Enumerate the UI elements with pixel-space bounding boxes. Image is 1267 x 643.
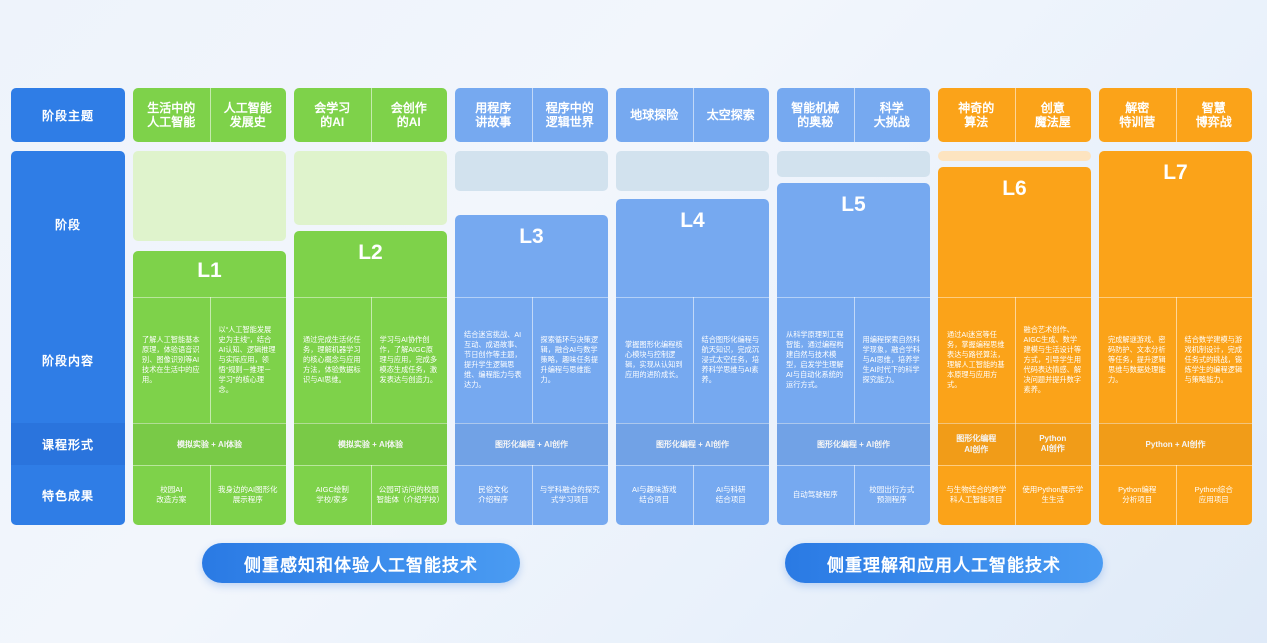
course-form: Python + AI创作 <box>1099 423 1252 465</box>
stage-content-item-1: 通过AI迷宫等任务，掌握编程思维表达与路径算法，理解人工智能的基本原理与应用方式… <box>947 330 1005 389</box>
theme-header-item-2: 智慧 博弈战 <box>1195 101 1232 129</box>
stage-placeholder <box>133 151 286 241</box>
footer-left-pill: 侧重感知和体验人工智能技术 <box>202 543 520 583</box>
theme-header-item-1: 智能机械 的奥秘 <box>791 101 840 129</box>
course-form-item-1: 图形化编程 + AI创作 <box>655 439 730 449</box>
featured-result-item-2: Python综合 应用项目 <box>1194 485 1233 504</box>
stage-content: 掌握图形化编程核心模块与控制逻辑，实现从认知到应用的进阶成长。结合图形化编程与航… <box>616 297 769 423</box>
theme-header-item-2: 人工智能 发展史 <box>223 101 272 129</box>
row-label-content: 阶段内容 <box>11 297 125 423</box>
featured-result-item-1: 民俗文化 介绍程序 <box>478 485 509 504</box>
theme-header-item-1: 用程序 讲故事 <box>475 101 512 129</box>
stage-placeholder <box>938 151 1091 161</box>
featured-result: 民俗文化 介绍程序 与学科融合的探究式学习项目 <box>455 465 608 525</box>
featured-result-item-2: 公园可访问的校园智能体（介绍学校） <box>376 485 445 504</box>
theme-header: 用程序 讲故事 程序中的 逻辑世界 <box>455 88 608 142</box>
level-badge: L2 <box>294 231 447 297</box>
stage-content-item-2: 结合图形化编程与航天知识，完成沉浸式太空任务，培养科学思维与AI素养。 <box>701 335 760 384</box>
row-label-result: 特色成果 <box>11 465 125 525</box>
stage-content: 通过完成生活化任务，理解机器学习的核心概念与应用方法，体验数据标识与AI思维。学… <box>294 297 447 423</box>
theme-header-item-2: 会创作 的AI <box>390 101 427 129</box>
stage-content: 了解人工智能基本原理，体验语音识别、图像识别等AI技术在生活中的应用。以“人工智… <box>133 297 286 423</box>
course-form-item-1: 图形化编程 AI创作 <box>956 434 997 454</box>
stage-content-item-2: 结合数学建模与游戏机制设计，完成任务式的挑战，锻炼学生的编程逻辑与策略能力。 <box>1184 335 1243 384</box>
stage-content-item-1: 结合迷宫挑战、AI互动、成语故事、节日创作等主题，提升学生逻辑思维、编程能力与表… <box>464 330 522 389</box>
level-badge: L5 <box>777 183 930 297</box>
theme-header: 智能机械 的奥秘 科学 大挑战 <box>777 88 930 142</box>
course-form-item-1: 模拟实验 + AI体验 <box>337 439 404 449</box>
theme-header: 生活中的 人工智能人工智能 发展史 <box>133 88 286 142</box>
course-form-item-1: Python + AI创作 <box>1145 439 1206 449</box>
featured-result: 自动驾驶程序 校园出行方式 预测程序 <box>777 465 930 525</box>
featured-result-item-1: AI与趣味游戏 结合项目 <box>631 485 677 504</box>
course-form: 图形化编程 + AI创作 <box>616 423 769 465</box>
stage-placeholder <box>294 151 447 225</box>
featured-result: 校园AI 改造方案 我身边的AI图形化展示程序 <box>133 465 286 525</box>
stage-content-item-1: 通过完成生活化任务，理解机器学习的核心概念与应用方法，体验数据标识与AI思维。 <box>303 335 361 384</box>
course-form: 图形化编程 AI创作 Python AI创作 <box>938 423 1091 465</box>
theme-header-item-1: 会学习 的AI <box>314 101 351 129</box>
theme-header-item-1: 生活中的 人工智能 <box>147 101 196 129</box>
stage-placeholder <box>777 151 930 177</box>
theme-header-item-2: 科学 大挑战 <box>873 101 910 129</box>
row-label-stage: 阶段 <box>11 151 125 297</box>
level-badge: L4 <box>616 199 769 297</box>
theme-header-item-2: 太空探索 <box>706 108 755 122</box>
featured-result: Python编程 分析项目 Python综合 应用项目 <box>1099 465 1252 525</box>
stage-content-item-1: 了解人工智能基本原理，体验语音识别、图像识别等AI技术在生活中的应用。 <box>142 335 200 384</box>
featured-result-item-1: 自动驾驶程序 <box>792 490 838 499</box>
theme-header: 地球探险 太空探索 <box>616 88 769 142</box>
featured-result-item-1: 与生物结合的跨学科人工智能项目 <box>946 485 1007 504</box>
stage-content: 从科学原理到工程智能，通过编程构建自然与技术模型，启发学生理解AI与自动化系统的… <box>777 297 930 423</box>
featured-result: AI与趣味游戏 结合项目 AI与科研 结合项目 <box>616 465 769 525</box>
featured-result-item-2: 使用Python展示学生生活 <box>1022 485 1084 504</box>
featured-result: 与生物结合的跨学科人工智能项目使用Python展示学生生活 <box>938 465 1091 525</box>
level-badge: L7 <box>1099 151 1252 297</box>
featured-result-item-1: 校园AI 改造方案 <box>156 485 187 504</box>
featured-result-item-1: AIGC绘制 学校/家乡 <box>315 485 349 504</box>
featured-result-item-1: Python编程 分析项目 <box>1118 485 1157 504</box>
course-form-item-2: Python AI创作 <box>1039 434 1067 453</box>
theme-header: 神奇的 算法 创意 魔法屋 <box>938 88 1091 142</box>
stage-content-item-1: 完成解谜游戏、密码防护、文本分析等任务，提升逻辑思维与数据处理能力。 <box>1108 335 1166 384</box>
theme-header: 会学习 的AI 会创作 的AI <box>294 88 447 142</box>
theme-header-item-1: 神奇的 算法 <box>958 101 995 129</box>
course-form: 图形化编程 + AI创作 <box>777 423 930 465</box>
theme-header: 解密 特训营 智慧 博弈战 <box>1099 88 1252 142</box>
course-form-item-1: 模拟实验 + AI体验 <box>176 439 243 449</box>
featured-result-item-2: AI与科研 结合项目 <box>715 485 746 504</box>
stage-placeholder <box>616 151 769 191</box>
stage-content-item-1: 从科学原理到工程智能，通过编程构建自然与技术模型，启发学生理解AI与自动化系统的… <box>786 330 844 389</box>
course-form: 图形化编程 + AI创作 <box>455 423 608 465</box>
row-label-theme: 阶段主题 <box>11 88 125 142</box>
course-form: 模拟实验 + AI体验 <box>133 423 286 465</box>
stage-content: 通过AI迷宫等任务，掌握编程思维表达与路径算法，理解人工智能的基本原理与应用方式… <box>938 297 1091 423</box>
stage-content: 结合迷宫挑战、AI互动、成语故事、节日创作等主题，提升学生逻辑思维、编程能力与表… <box>455 297 608 423</box>
theme-header-item-2: 程序中的 逻辑世界 <box>545 101 594 129</box>
level-badge: L3 <box>455 215 608 297</box>
course-form-item-1: 图形化编程 + AI创作 <box>494 439 569 449</box>
level-badge: L6 <box>938 167 1091 297</box>
stage-content: 完成解谜游戏、密码防护、文本分析等任务，提升逻辑思维与数据处理能力。结合数学建模… <box>1099 297 1252 423</box>
course-form: 模拟实验 + AI体验 <box>294 423 447 465</box>
theme-header-item-2: 创意 魔法屋 <box>1034 101 1071 129</box>
featured-result: AIGC绘制 学校/家乡 公园可访问的校园智能体（介绍学校） <box>294 465 447 525</box>
stage-content-item-1: 掌握图形化编程核心模块与控制逻辑，实现从认知到应用的进阶成长。 <box>625 340 683 379</box>
level-badge: L1 <box>133 251 286 297</box>
stage-placeholder <box>455 151 608 191</box>
footer-right-pill: 侧重理解和应用人工智能技术 <box>785 543 1103 583</box>
course-form-item-1: 图形化编程 + AI创作 <box>816 439 891 449</box>
stage-content-item-2: 用编程探索自然科学现象，融合学科与AI思维，培养学生AI时代下的科学探究能力。 <box>862 335 921 384</box>
theme-header-item-1: 地球探险 <box>630 108 679 122</box>
stage-content-item-2: 以“人工智能发展史为主线”，结合AI认知、逻辑推理与实际应用，领悟“规则－推理－… <box>218 325 276 394</box>
stage-content-item-2: 探索循环与决策逻辑，融合AI与数学策略，趣味任务提升编程与思维能力。 <box>540 335 599 384</box>
stage-content-item-2: 学习与AI协作创作，了解AIGC原理与应用，完成多模态生成任务，激发表达与创造力… <box>379 335 438 384</box>
featured-result-item-2: 我身边的AI图形化展示程序 <box>217 485 278 504</box>
featured-result-item-2: 校园出行方式 预测程序 <box>869 485 915 504</box>
theme-header-item-1: 解密 特训营 <box>1119 101 1156 129</box>
stage-content-item-2: 融合艺术创作、AIGC生成、数学建模与生活设计等方式，引导学生用代码表达情感、解… <box>1023 325 1082 394</box>
row-label-form: 课程形式 <box>11 423 125 465</box>
featured-result-item-2: 与学科融合的探究式学习项目 <box>539 485 600 504</box>
